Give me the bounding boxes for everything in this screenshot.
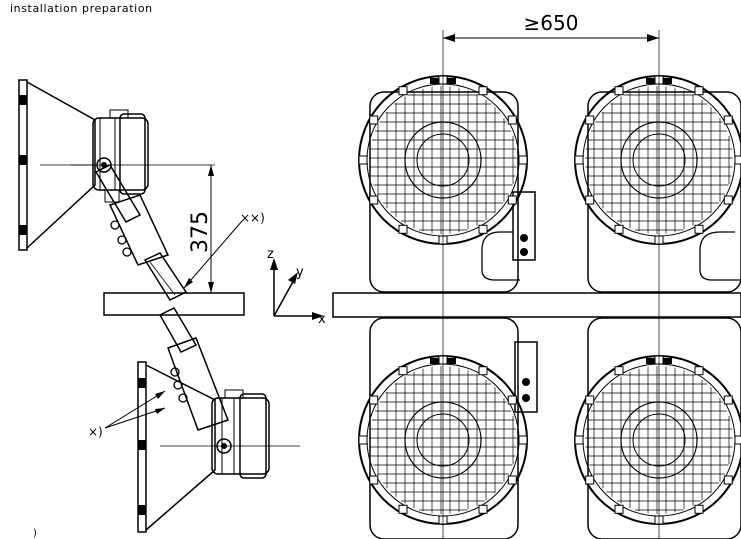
axis-triad: z y x xyxy=(267,247,326,327)
note-double-x: ××) xyxy=(240,211,265,225)
note-single-x: ×) xyxy=(88,425,103,439)
upper-bracket-arm xyxy=(94,164,188,301)
upper-floodlight-side xyxy=(18,79,215,251)
height-dimension-label: 375 xyxy=(188,211,213,253)
spacing-dimension-label: ≥650 xyxy=(524,11,579,35)
axis-y-label: y xyxy=(296,265,304,280)
axis-z-label: z xyxy=(267,247,274,262)
floodlight-lower-right xyxy=(574,355,741,525)
mounting-pole-front xyxy=(332,292,741,318)
lower-floodlight-side xyxy=(137,361,300,533)
lower-bracket-arm xyxy=(158,307,229,431)
axis-x-label: x xyxy=(318,312,326,327)
side-view: 375 ××) ×) xyxy=(18,79,300,533)
front-view: ≥650 xyxy=(332,11,741,539)
mounting-pole-side xyxy=(103,292,245,316)
footnote: ) xyxy=(33,528,38,539)
page-title: installation preparation xyxy=(10,2,153,15)
floodlight-upper-right xyxy=(574,75,741,245)
